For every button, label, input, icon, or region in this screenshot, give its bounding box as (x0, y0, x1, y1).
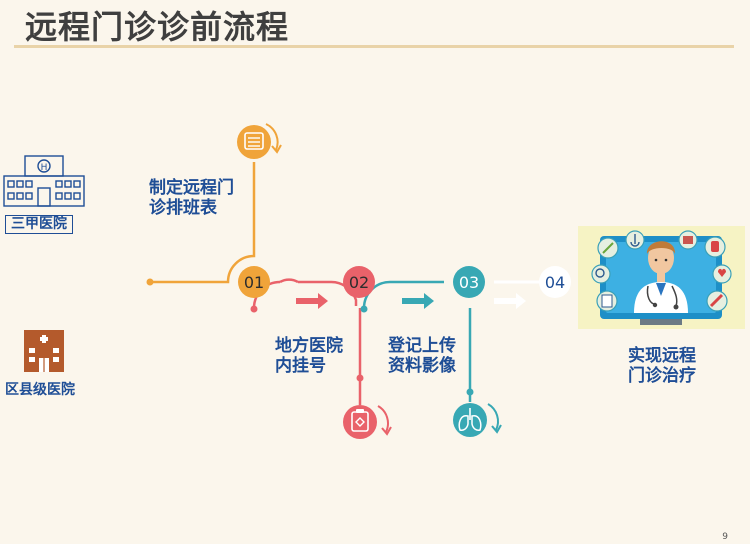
registration-clipboard-icon (343, 405, 392, 439)
step-03-label-line2: 资料影像 (388, 356, 456, 376)
page-title: 远程门诊诊前流程 (25, 8, 290, 46)
page-number: 9 (722, 532, 728, 542)
top-hospital-label: 三甲医院 (5, 215, 73, 234)
step-02-label: 地方医院 内挂号 (275, 336, 343, 376)
title-divider (14, 45, 734, 48)
step-04-label: 实现远程 门诊治疗 (628, 346, 696, 386)
doctor-monitor-illustration (578, 226, 745, 329)
step-02-number: 02 (349, 273, 369, 292)
flow-dot-red (250, 305, 258, 313)
svg-text:H: H (41, 163, 48, 173)
flow-dot-teal (360, 305, 368, 313)
step-03-label: 登记上传 资料影像 (388, 336, 456, 376)
step-04-label-line2: 门诊治疗 (628, 366, 696, 386)
lungs-imaging-icon (453, 403, 502, 437)
step-03-circle (453, 266, 485, 298)
step-04-number: 04 (545, 273, 565, 292)
step-03-label-line1: 登记上传 (388, 336, 456, 356)
flow-dot-teal-end (466, 388, 474, 396)
step-04-circle (539, 266, 571, 298)
arrow-right-teal (402, 293, 434, 309)
hospital-building-icon: H (3, 155, 85, 207)
clinic-building-icon (24, 330, 64, 372)
flow-line-orange (150, 162, 256, 284)
flow-line-teal (362, 280, 444, 309)
step-01-circle (238, 266, 270, 298)
step-02-label-line2: 内挂号 (275, 356, 326, 376)
step-01-label-line2: 诊排班表 (149, 198, 217, 218)
step-01-label: 制定远程门 诊排班表 (149, 178, 234, 218)
step-02-label-line1: 地方医院 (275, 336, 343, 356)
flow-start-dot (146, 278, 154, 286)
step-01-number: 01 (244, 273, 264, 292)
step-04-label-line1: 实现远程 (628, 346, 696, 366)
arrow-right-white (494, 293, 526, 309)
step-03-number: 03 (459, 273, 479, 292)
schedule-list-icon (237, 123, 282, 159)
step-02-circle (343, 266, 375, 298)
step-01-label-line1: 制定远程门 (149, 178, 234, 198)
county-hospital-label: 区县级医院 (5, 382, 75, 398)
arrow-right-red (296, 293, 328, 309)
flow-dot-red-end (356, 374, 364, 382)
